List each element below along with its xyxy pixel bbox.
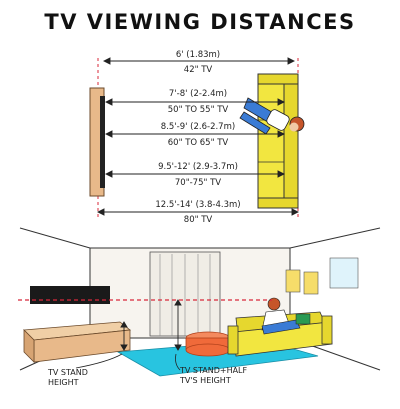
distance-label-2: 7'-8' (2-2.4m) bbox=[168, 89, 228, 99]
caption-line: TV STAND bbox=[48, 368, 88, 377]
tv-top-view bbox=[100, 96, 105, 188]
caption-line: HEIGHT bbox=[48, 378, 79, 387]
distance-arrows bbox=[96, 57, 300, 216]
tv-wall bbox=[30, 286, 110, 304]
coffee-table bbox=[185, 331, 231, 357]
distance-label-5: 12.5'-14' (3.8-4.3m) bbox=[155, 200, 241, 210]
size-label-5: 80" TV bbox=[183, 215, 213, 225]
size-label-4: 70"-75" TV bbox=[174, 178, 222, 188]
tv-stand-height-caption: TV STAND HEIGHT bbox=[48, 368, 88, 388]
page-title: TV VIEWING DISTANCES bbox=[44, 10, 356, 34]
distance-label-4: 9.5'-12' (2.9-3.7m) bbox=[158, 162, 238, 172]
size-label-2: 50" TO 55" TV bbox=[167, 105, 229, 115]
distance-label-3: 8.5'-9' (2.6-2.7m) bbox=[160, 122, 236, 132]
size-label-3: 60" TO 65" TV bbox=[167, 138, 229, 148]
sofa-perspective bbox=[227, 297, 333, 357]
caption-line: TV STAND+HALF bbox=[180, 366, 248, 375]
size-label-1: 42" TV bbox=[183, 65, 213, 75]
sofa-top-view bbox=[257, 73, 299, 209]
tv-stand-half-caption: TV STAND+HALF TV'S HEIGHT bbox=[180, 366, 247, 386]
height-arrows bbox=[120, 299, 182, 351]
distance-label-1: 6' (1.83m) bbox=[175, 50, 221, 60]
tv-stand bbox=[23, 321, 132, 363]
caption-line: TV'S HEIGHT bbox=[180, 376, 231, 385]
stand-half-callout bbox=[175, 353, 181, 371]
stand-height-callout bbox=[75, 353, 123, 369]
